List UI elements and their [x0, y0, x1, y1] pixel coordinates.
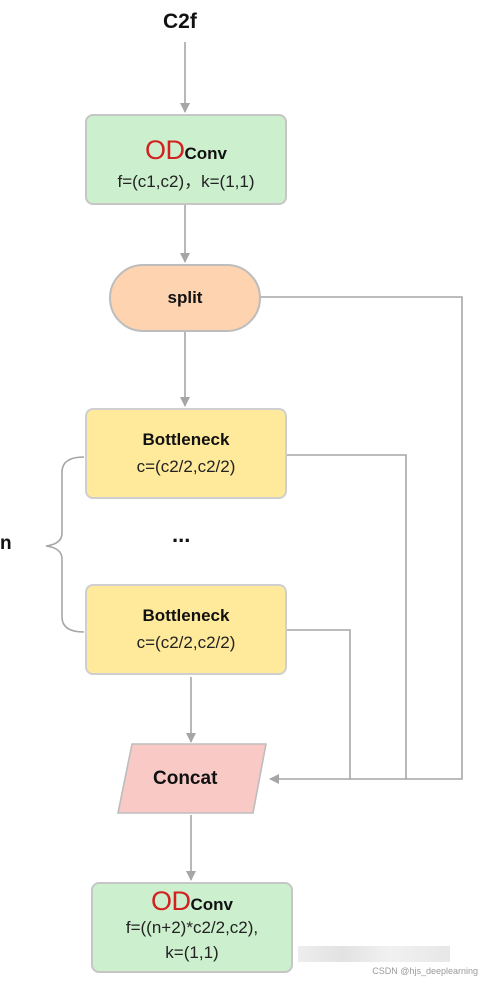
od-prefix: OD: [145, 135, 185, 165]
concat-label: Concat: [153, 768, 218, 789]
ellipsis: ...: [172, 522, 191, 547]
conv-node-bottom: ODConv f=((n+2)*c2/2,c2), k=(1,1): [91, 882, 293, 973]
bottleneck2-skip-connection: [269, 629, 351, 784]
conv-label: Conv: [184, 144, 228, 163]
split-node: split: [109, 264, 261, 332]
bottleneck1-skip-connection: [287, 454, 407, 779]
bottleneck-params: c=(c2/2,c2/2): [136, 457, 236, 476]
conv-node-top: ODConv f=(c1,c2)，k=(1,1): [85, 114, 287, 205]
split-skip-connection: [260, 296, 463, 780]
conv-params: f=(c1,c2)，k=(1,1): [117, 172, 255, 191]
repeat-count-label: n: [0, 533, 12, 554]
bottleneck-node-2: Bottleneck c=(c2/2,c2/2): [85, 584, 287, 675]
bottleneck-label: Bottleneck: [142, 430, 230, 449]
bottleneck-label: Bottleneck: [142, 606, 230, 625]
bottleneck-params: c=(c2/2,c2/2): [136, 633, 236, 652]
blurred-region: [298, 946, 450, 962]
conv-params-line1: f=((n+2)*c2/2,c2),: [125, 918, 259, 937]
bottleneck-node-1: Bottleneck c=(c2/2,c2/2): [85, 408, 287, 499]
conv-label: Conv: [190, 895, 234, 914]
watermark-text: CSDN @hjs_deeplearning: [372, 966, 478, 976]
conv-params-line2: k=(1,1): [165, 943, 219, 962]
od-prefix: OD: [151, 886, 191, 916]
repeat-brace: [45, 456, 85, 633]
concat-node: [117, 743, 267, 814]
diagram-title: C2f: [163, 10, 197, 33]
split-label: split: [167, 288, 203, 307]
